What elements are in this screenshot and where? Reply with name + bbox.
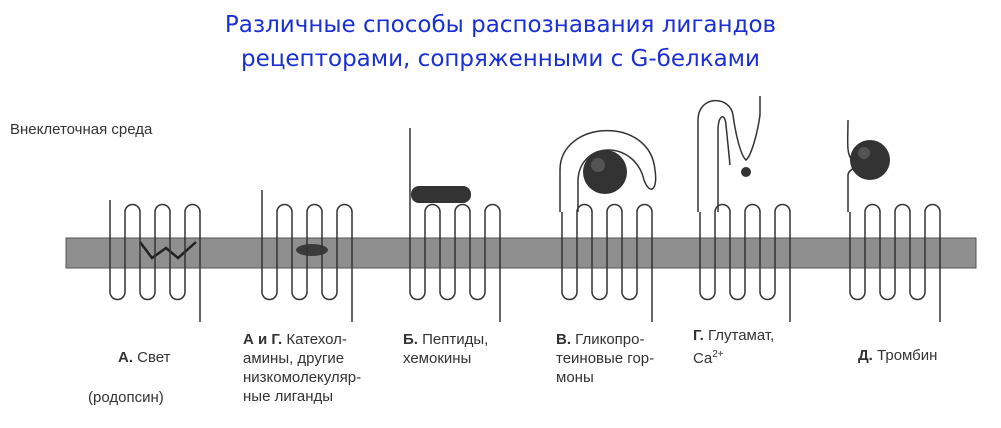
glycoprotein-receptor-ectodomain [559, 129, 657, 212]
receptor-strand-3 [409, 203, 501, 322]
peptide-ligand [411, 186, 471, 203]
retinal-chromophore [139, 241, 197, 260]
thrombin-receptor-ectodomain [846, 119, 857, 212]
receptor-strand-2 [261, 203, 353, 322]
label-rhodopsin: (родопсин) [88, 389, 164, 406]
thrombin-ligand [850, 140, 890, 180]
title-line-1: Различные способы распознавания лигандов [224, 12, 777, 38]
label-receptor-g: Г. Глутамат, Ca2+ [693, 327, 775, 367]
receptor-strand-5 [699, 203, 791, 322]
glutamate-ligand [741, 167, 751, 177]
cell-membrane [65, 237, 977, 269]
glutamate-receptor-ectodomain [697, 96, 761, 212]
receptor-strand-1 [109, 203, 201, 322]
label-receptor-v: В. Гликопро- теиновые гор- моны [556, 331, 655, 386]
title-line-2: рецепторами, сопряженными с G-белками [241, 46, 760, 72]
label-receptor-b: Б. Пептиды, хемокины [403, 331, 489, 367]
label-receptor-a-g: А и Г. Катехол- амины, другие низкомолек… [243, 331, 362, 405]
label-receptor-a: А. Свет [118, 349, 171, 366]
label-receptor-d: Д. Тромбин [858, 347, 938, 364]
receptor-strand-4 [561, 203, 653, 322]
receptor-strand-6 [849, 203, 941, 322]
extracellular-label: Внеклеточная среда [10, 121, 153, 138]
small-molecule-ligand [296, 244, 328, 256]
